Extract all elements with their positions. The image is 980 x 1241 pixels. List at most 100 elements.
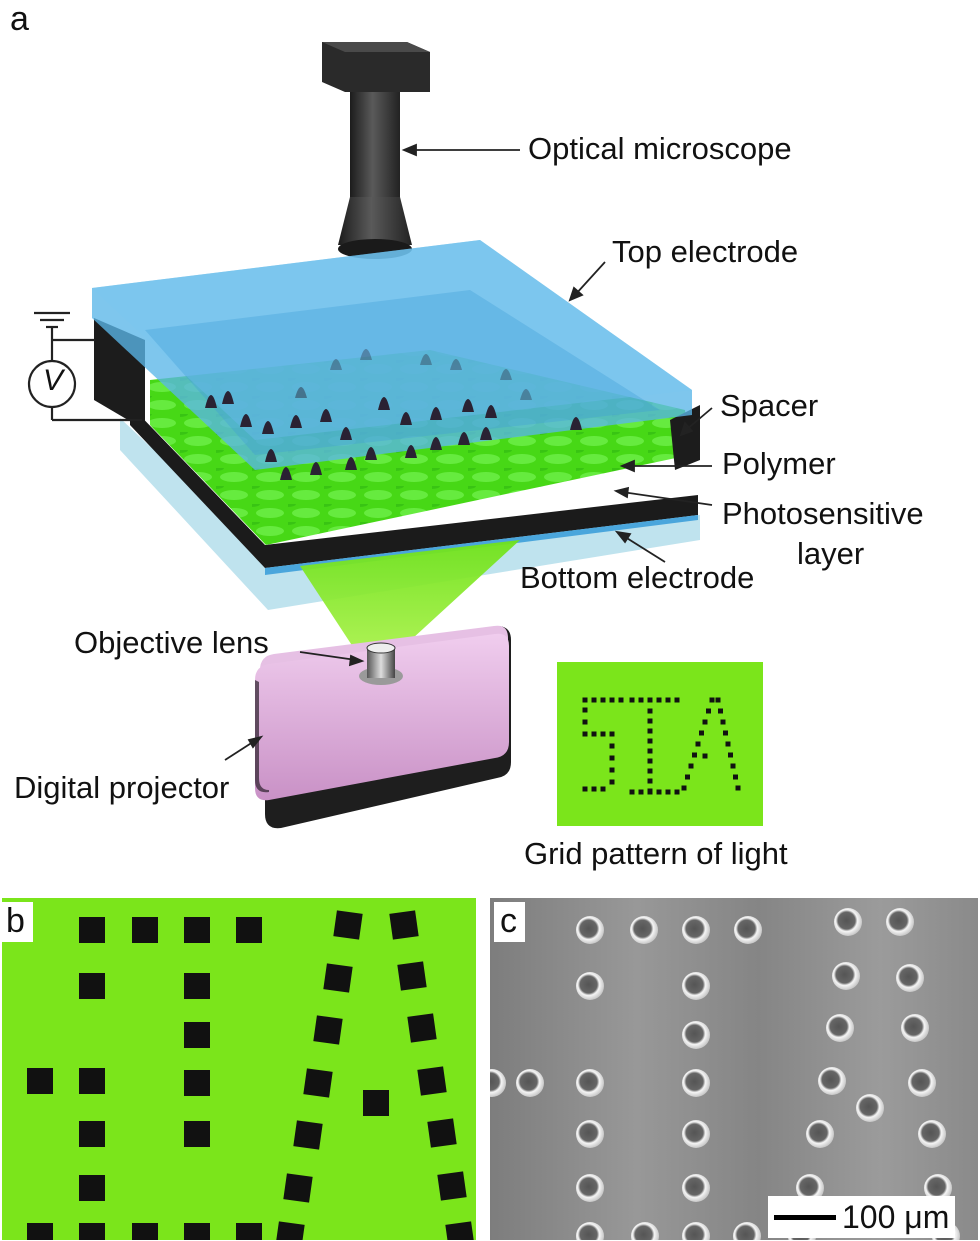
digital-projector-icon: [255, 625, 511, 829]
light-square-tilted: [275, 1221, 305, 1240]
light-square-tilted: [407, 1013, 437, 1043]
inset-dot: [582, 707, 588, 713]
light-square-tilted: [313, 1015, 343, 1045]
light-square: [184, 1022, 210, 1048]
sem-pillar: [576, 1222, 604, 1240]
inset-dot: [728, 752, 733, 758]
inset-dot: [647, 697, 653, 703]
label-bottom-electrode: Bottom electrode: [520, 560, 755, 595]
scale-bar-line: [774, 1214, 836, 1220]
inset-dot: [692, 752, 697, 758]
inset-dot: [638, 789, 644, 795]
inset-dot: [715, 697, 721, 703]
label-objective-lens: Objective lens: [74, 625, 269, 660]
light-square-tilted: [303, 1068, 333, 1098]
inset-dot: [695, 741, 701, 747]
sem-pillar: [630, 916, 658, 944]
sem-pillar: [834, 908, 862, 936]
sem-pillar: [682, 1222, 710, 1240]
inset-dot: [647, 748, 653, 754]
sem-pillar: [631, 1222, 659, 1240]
inset-dot: [629, 789, 635, 795]
inset-dot: [647, 778, 653, 784]
light-square: [79, 1223, 105, 1240]
inset-dot: [720, 719, 726, 725]
voltage-source-circuit: [27, 311, 142, 422]
light-square-tilted: [445, 1221, 475, 1240]
label-optical-microscope: Optical microscope: [528, 131, 792, 166]
sem-pillar: [806, 1120, 834, 1148]
light-square-tilted: [323, 963, 353, 993]
sem-pillar: [733, 1222, 761, 1240]
inset-dot: [609, 731, 615, 737]
inset-dot: [591, 697, 597, 703]
sem-pillar: [682, 1069, 710, 1097]
polymer-pillars: [205, 349, 582, 480]
inset-dot: [609, 697, 615, 703]
light-square-tilted: [417, 1066, 447, 1096]
device-schematic: [27, 42, 763, 829]
light-square: [236, 917, 262, 943]
sem-pillar: [856, 1094, 884, 1122]
light-square: [79, 1121, 105, 1147]
inset-dot: [681, 785, 687, 791]
sem-pillar: [682, 1174, 710, 1202]
sem-pillar: [576, 1174, 604, 1202]
light-square: [27, 1223, 53, 1240]
sem-pillar: [901, 1014, 929, 1042]
light-square-tilted: [397, 961, 427, 991]
inset-dot: [685, 774, 690, 780]
sem-pillar: [908, 1069, 936, 1097]
light-square-tilted: [389, 910, 419, 940]
sem-pillar: [516, 1069, 544, 1097]
sem-pillar: [826, 1014, 854, 1042]
inset-dot: [656, 789, 662, 795]
label-layer: layer: [797, 536, 865, 571]
inset-dot: [591, 786, 597, 792]
sem-pillar: [576, 1069, 604, 1097]
label-top-electrode: Top electrode: [612, 234, 799, 269]
light-square-tilted: [437, 1171, 467, 1201]
light-square: [184, 1223, 210, 1240]
light-square: [184, 1070, 210, 1096]
inset-dot: [647, 758, 653, 764]
inset-dot: [609, 767, 615, 773]
light-square: [236, 1223, 262, 1240]
panel-c-pillars: [490, 898, 978, 1240]
light-square-tilted: [283, 1173, 313, 1203]
light-beam: [300, 540, 520, 650]
spacer-right: [670, 405, 700, 470]
panel-c-sem-image: [490, 898, 978, 1240]
leader-lines: [224, 143, 713, 761]
inset-dot: [609, 779, 615, 785]
light-square-tilted: [427, 1118, 457, 1148]
panel-c-letter: c: [494, 902, 525, 942]
light-square: [132, 1223, 158, 1240]
sem-pillar: [832, 962, 860, 990]
inset-dot: [638, 697, 644, 703]
inset-dot: [591, 731, 597, 737]
sem-pillar: [682, 1021, 710, 1049]
sem-pillar: [924, 1174, 952, 1202]
inset-dot: [665, 789, 671, 795]
sem-pillar: [576, 916, 604, 944]
inset-dot: [647, 738, 653, 744]
inset-dot: [709, 697, 715, 703]
label-polymer: Polymer: [722, 446, 836, 481]
sem-pillar: [818, 1067, 846, 1095]
light-square-tilted: [333, 910, 363, 940]
inset-dot: [723, 730, 728, 736]
inset-dot: [674, 789, 680, 795]
sem-pillar: [796, 1174, 824, 1202]
light-square: [184, 1121, 210, 1147]
inset-dot: [647, 789, 653, 795]
inset-dot: [600, 731, 606, 737]
inset-dot: [702, 753, 708, 759]
inset-dot: [609, 743, 615, 749]
light-square: [363, 1090, 389, 1116]
scale-bar-label: 100 μm: [842, 1199, 950, 1235]
sem-pillar: [490, 1069, 506, 1097]
sem-pillar: [576, 1120, 604, 1148]
panel-b-light-pattern: [2, 898, 476, 1240]
sem-pillar: [896, 964, 924, 992]
